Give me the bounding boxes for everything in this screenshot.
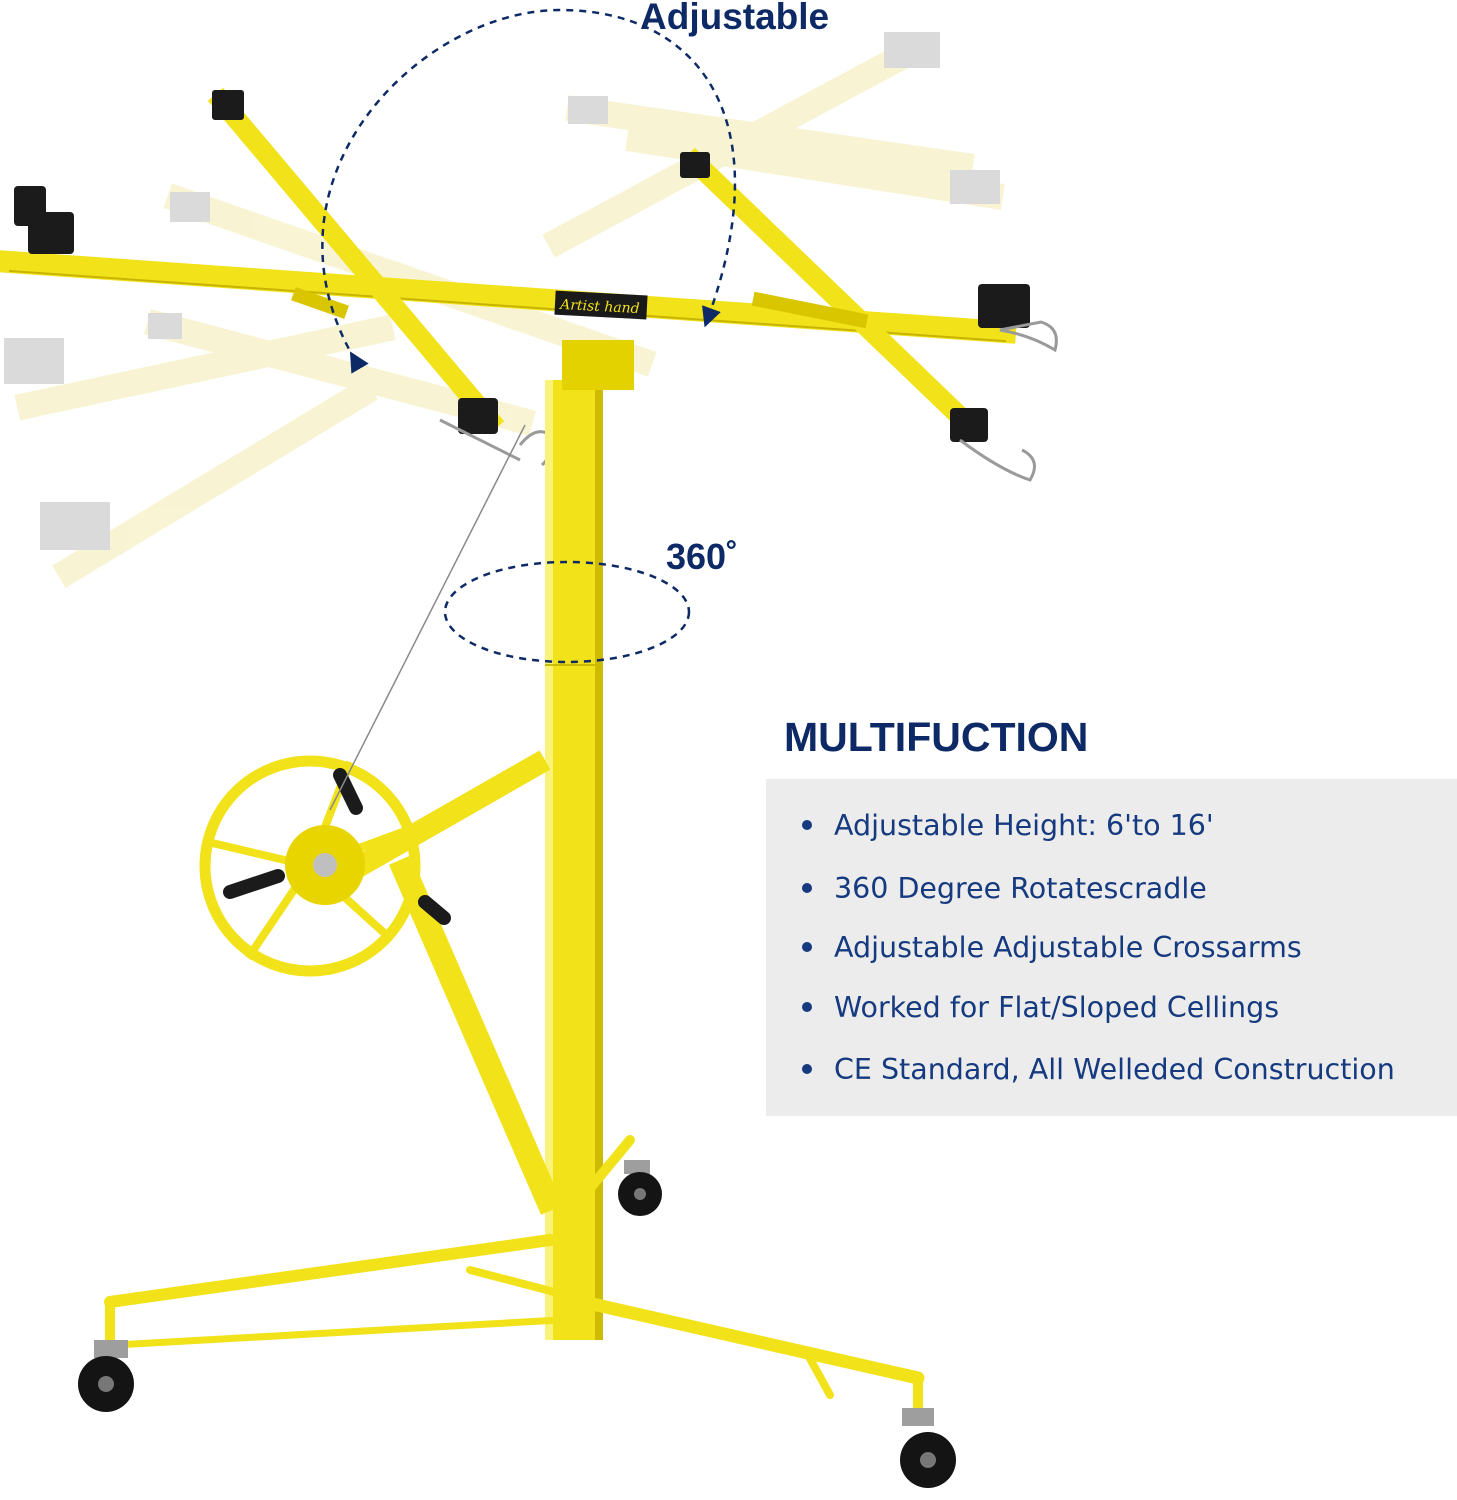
bullet-icon bbox=[802, 942, 812, 952]
ghost-crossarms bbox=[4, 32, 1005, 588]
bullet-icon bbox=[802, 1064, 812, 1074]
winch-assembly bbox=[199, 424, 564, 1215]
rotation-callout: 360˚ bbox=[666, 536, 739, 577]
list-item: Worked for Flat/Sloped Cellings bbox=[802, 987, 1279, 1027]
bullet-icon bbox=[802, 1002, 812, 1012]
adjustable-callout: Adjustable bbox=[640, 0, 830, 37]
feature-text: CE Standard, All Welleded Construction bbox=[834, 1052, 1395, 1086]
list-item: Adjustable Height: 6'to 16' bbox=[802, 805, 1214, 845]
feature-text: 360 Degree Rotatescradle bbox=[834, 871, 1207, 905]
rubber-end-caps bbox=[14, 90, 1030, 442]
feature-text: Worked for Flat/Sloped Cellings bbox=[834, 990, 1280, 1024]
features-title: MULTIFUCTION bbox=[784, 714, 1089, 760]
rotation-ellipse-icon bbox=[443, 560, 691, 664]
bullet-icon bbox=[802, 883, 812, 893]
list-item: CE Standard, All Welleded Construction bbox=[802, 1049, 1395, 1089]
bullet-icon bbox=[802, 820, 812, 830]
feature-text: Adjustable Height: 6'to 16' bbox=[834, 808, 1214, 842]
list-item: 360 Degree Rotatescradle bbox=[802, 868, 1207, 908]
feature-text: Adjustable Adjustable Crossarms bbox=[834, 930, 1302, 964]
tripod-base bbox=[104, 1135, 925, 1417]
caster-wheels bbox=[78, 1160, 956, 1488]
curved-arrow-icon bbox=[321, 8, 737, 374]
brand-logo: Artist hand bbox=[554, 290, 648, 320]
list-item: Adjustable Adjustable Crossarms bbox=[802, 927, 1302, 967]
features-panel: Adjustable Height: 6'to 16' 360 Degree R… bbox=[766, 779, 1457, 1116]
wire-hooks bbox=[439, 320, 1058, 482]
